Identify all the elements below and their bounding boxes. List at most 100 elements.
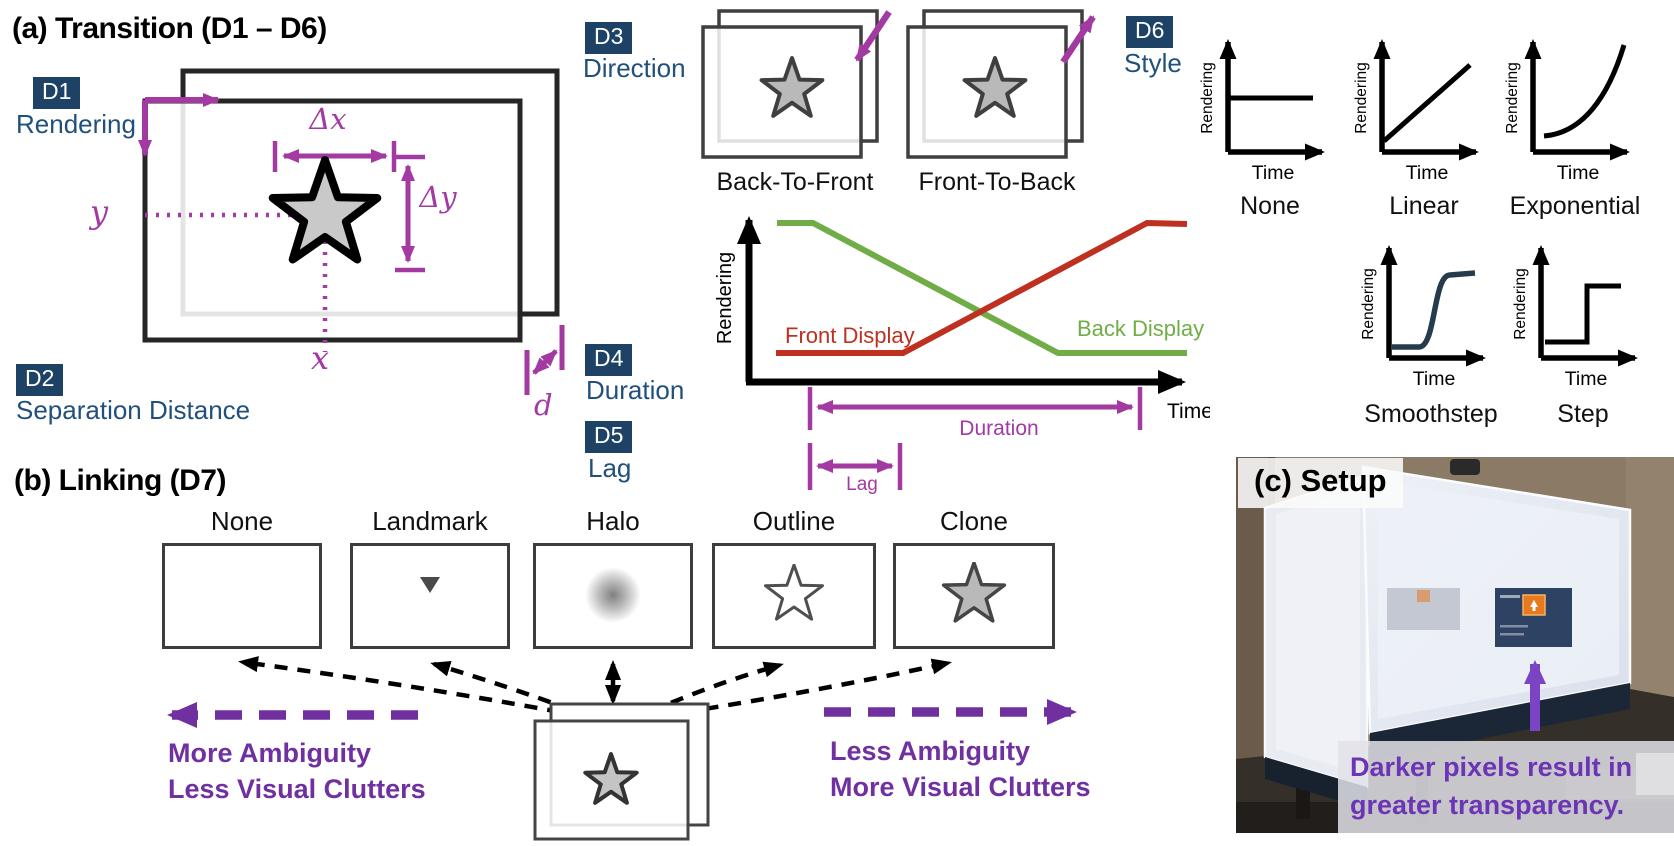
panel-text-line bbox=[1500, 595, 1520, 598]
chart-y-label: Rendering bbox=[714, 252, 736, 344]
right-note-line2: More Visual Clutters bbox=[830, 772, 1091, 803]
style-chart-step-plot: Rendering Time bbox=[1512, 245, 1638, 390]
d4-badge: D4 bbox=[585, 344, 633, 376]
star-icon bbox=[583, 752, 639, 805]
option-label-halo: Halo bbox=[586, 506, 640, 536]
d2-label: Separation Distance bbox=[16, 395, 251, 425]
easing-curve bbox=[1545, 283, 1621, 345]
d6-label: Style bbox=[1124, 48, 1182, 78]
back-display-label: Back Display bbox=[1077, 316, 1204, 341]
back-to-front-arrow bbox=[854, 10, 892, 62]
style-chart-exponential-plot: Rendering Time bbox=[1504, 39, 1630, 184]
source-display-pair bbox=[533, 702, 710, 841]
right-note-line1: Less Ambiguity bbox=[830, 736, 1031, 766]
room-wall-right bbox=[1626, 457, 1674, 707]
style-name: None bbox=[1240, 192, 1300, 220]
d4-label: Duration bbox=[586, 375, 685, 405]
style-chart-none: Rendering Time None bbox=[1195, 10, 1345, 222]
panel-up-arrow bbox=[1530, 600, 1538, 611]
section-a-title: (a) Transition (D1 – D6) bbox=[12, 12, 327, 45]
d2-badge: D2 bbox=[16, 364, 64, 396]
easing-curve bbox=[1382, 63, 1472, 143]
panel-text-line bbox=[1500, 625, 1528, 628]
star-icon bbox=[759, 56, 825, 118]
right-ambiguity-note: Less Ambiguity More Visual Clutters bbox=[830, 733, 1091, 806]
left-ambiguity-note: More Ambiguity Less Visual Clutters bbox=[168, 735, 426, 808]
style-name: Linear bbox=[1389, 192, 1459, 220]
front-display-label: Front Display bbox=[785, 323, 915, 348]
option-label-outline: Outline bbox=[752, 506, 836, 536]
connector-to-landmark bbox=[430, 660, 573, 713]
separation-distance-diagram bbox=[138, 68, 565, 395]
link-connectors bbox=[238, 656, 952, 719]
style-chart-linear: Rendering Time Linear bbox=[1349, 10, 1499, 222]
d3-label: Direction bbox=[583, 53, 686, 83]
y-axis-label: Rendering bbox=[1360, 268, 1377, 340]
star-icon bbox=[962, 56, 1028, 118]
x-axis-label: Time bbox=[1413, 368, 1456, 390]
style-chart-smoothstep-plot: Rendering Time bbox=[1360, 245, 1486, 390]
style-name: Exponential bbox=[1509, 192, 1641, 220]
d1-badge: D1 bbox=[33, 77, 81, 109]
left-note-line2: Less Visual Clutters bbox=[168, 774, 426, 805]
d-label: d bbox=[534, 388, 553, 422]
style-chart-linear-plot: Rendering Time bbox=[1353, 39, 1479, 184]
chart-x-label: Time bbox=[1167, 400, 1210, 423]
y-axis-label: Rendering bbox=[1512, 268, 1529, 340]
easing-curve bbox=[1392, 270, 1476, 350]
style-chart-exponential: Rendering Time Exponential bbox=[1500, 10, 1650, 222]
y-label: y bbox=[90, 193, 109, 231]
photo-caption: Darker pixels result in greater transpar… bbox=[1338, 741, 1674, 833]
duration-label: Duration bbox=[959, 417, 1038, 440]
option-label-none: None bbox=[210, 506, 274, 536]
x-axis-label: Time bbox=[1565, 368, 1608, 390]
front-display-rect bbox=[701, 25, 863, 159]
y-axis-label: Rendering bbox=[1353, 62, 1370, 134]
camera-icon bbox=[1450, 459, 1480, 475]
back-display-line bbox=[777, 220, 1187, 356]
connector-to-none bbox=[238, 656, 561, 715]
transition-chart: Rendering Time Front Display Back Displa… bbox=[714, 216, 1210, 495]
section-c-title: (c) Setup bbox=[1238, 458, 1403, 508]
option-label-clone: Clone bbox=[940, 506, 1008, 536]
easing-curve bbox=[1543, 44, 1627, 139]
d3-badge: D3 bbox=[585, 22, 633, 54]
left-note-line1: More Ambiguity bbox=[168, 738, 372, 768]
d5-label: Lag bbox=[588, 453, 632, 483]
delta-x-label: Δx bbox=[309, 102, 347, 136]
style-chart-smoothstep: Rendering Time Smoothstep bbox=[1356, 218, 1506, 430]
x-axis-label: Time bbox=[1406, 162, 1449, 184]
front-display-line bbox=[776, 219, 1188, 356]
connector-to-clone bbox=[659, 658, 952, 719]
star-outline-icon bbox=[764, 564, 824, 621]
y-axis-label: Rendering bbox=[1199, 62, 1216, 134]
style-name: Smoothstep bbox=[1364, 400, 1498, 428]
outline-star bbox=[764, 564, 824, 621]
front-to-back-arrow bbox=[1060, 15, 1096, 64]
link-option-box-landmark bbox=[350, 543, 510, 649]
d6-badge: D6 bbox=[1126, 16, 1174, 48]
style-chart-step: Rendering Time Step bbox=[1508, 218, 1658, 430]
option-label-landmark: Landmark bbox=[372, 506, 488, 536]
d1-label: Rendering bbox=[16, 109, 136, 139]
x-axis-label: Time bbox=[1557, 162, 1600, 184]
link-option-box-none bbox=[162, 543, 322, 649]
y-axis-label: Rendering bbox=[1504, 62, 1521, 134]
landmark-triangle-icon bbox=[420, 577, 440, 593]
d-arrow bbox=[532, 349, 558, 375]
d5-badge: D5 bbox=[585, 421, 633, 453]
clone-star bbox=[941, 562, 1007, 623]
panel-text-line bbox=[1500, 633, 1524, 636]
style-name: Step bbox=[1557, 400, 1609, 428]
mode-front-to-back: Front-To-Back bbox=[918, 168, 1076, 196]
star-icon bbox=[268, 156, 382, 264]
delta-y-label: Δy bbox=[419, 180, 457, 214]
x-axis-label: Time bbox=[1252, 162, 1295, 184]
connector-to-outline bbox=[649, 661, 784, 715]
back-screen-glow bbox=[1276, 489, 1360, 773]
back-panel-highlight bbox=[1417, 590, 1430, 602]
halo-icon bbox=[584, 566, 642, 624]
section-b-title: (b) Linking (D7) bbox=[14, 464, 226, 497]
direction-diagram bbox=[701, 9, 1096, 159]
